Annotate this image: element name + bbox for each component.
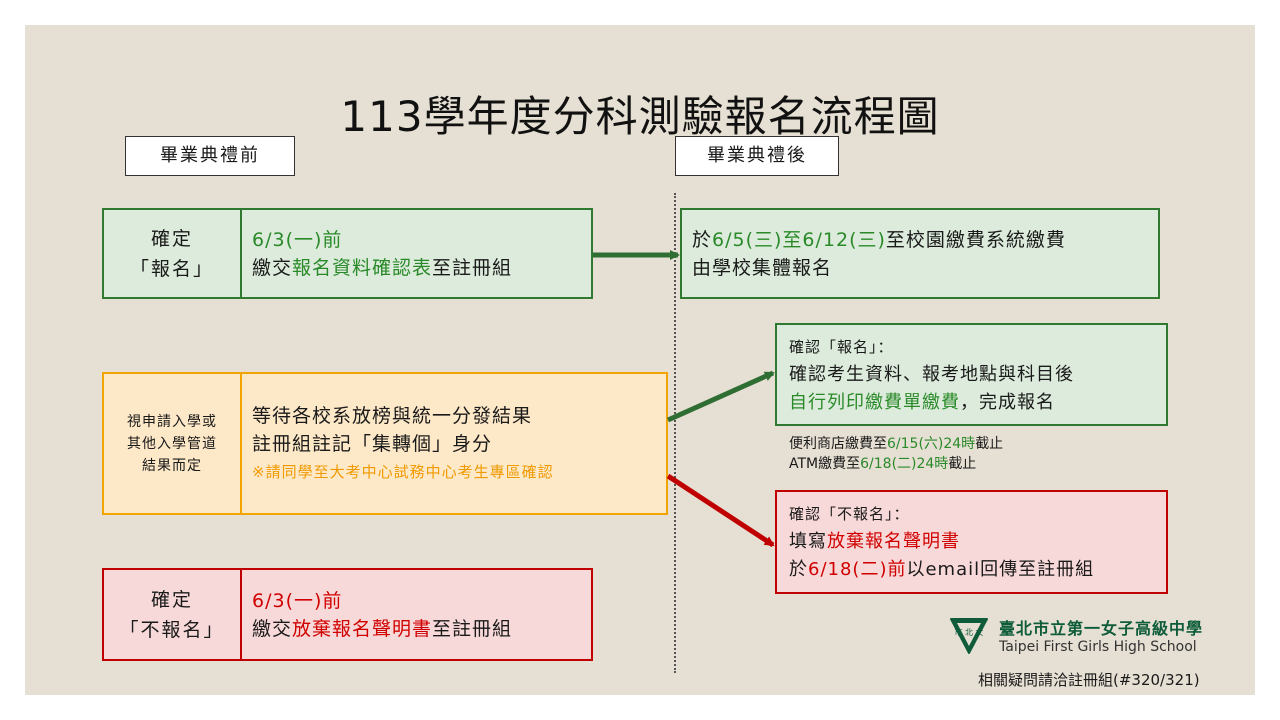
label-line: 確定 xyxy=(150,227,193,250)
box-confirm-not-register-body: 6/3(一)前 繳交放棄報名聲明書至註冊組 xyxy=(242,570,591,659)
arrow-undecided-to-waive xyxy=(666,473,775,548)
phase-before-label: 畢業典禮前 xyxy=(125,136,295,176)
payment-notes: 便利商店繳費至6/15(六)24時截止 ATM繳費至6/18(二)24時截止 xyxy=(789,434,1003,474)
box-school-payment-body: 於6/5(三)至6/12(三)至校園繳費系統繳費 由學校集體報名 xyxy=(682,210,1158,297)
text-segment: 截止 xyxy=(975,436,1004,452)
deadline-highlight: 6/18(二)24時 xyxy=(860,456,949,472)
label-line: 「不報名」 xyxy=(119,618,225,641)
instruction-text: 等待各校系放榜與統一分發結果 xyxy=(252,404,533,427)
instruction-text: 自行列印繳費單繳費，完成報名 xyxy=(789,389,1166,417)
text-segment: 截止 xyxy=(948,456,977,472)
box-confirm-not-register-label: 確定 「不報名」 xyxy=(104,570,242,659)
box-waive-register-body: 確認「不報名」： 填寫放棄報名聲明書 於6/18(二)前以email回傳至註冊組 xyxy=(777,492,1166,592)
store-payment-note: 便利商店繳費至6/15(六)24時截止 xyxy=(789,434,1003,454)
instruction-text: 由學校集體報名 xyxy=(692,256,833,279)
instruction-text: 於6/18(二)前以email回傳至註冊組 xyxy=(789,556,1166,584)
box-confirm-register: 確定 「報名」 6/3(一)前 繳交報名資料確認表至註冊組 xyxy=(102,208,593,299)
deadline-highlight: 6/15(六)24時 xyxy=(887,436,976,452)
text-segment: 以email回傳至註冊組 xyxy=(906,559,1095,580)
instruction-text: 註冊組註記「集轉個」身分 xyxy=(252,432,493,455)
label-line: 確定 xyxy=(150,588,193,611)
box-confirm-not-register: 確定 「不報名」 6/3(一)前 繳交放棄報名聲明書至註冊組 xyxy=(102,568,593,661)
text-segment: 便利商店繳費至 xyxy=(789,436,887,452)
school-name: 臺北市立第一女子高級中學 Taipei First Girls High Sch… xyxy=(999,615,1203,655)
page-title: 113學年度分科測驗報名流程圖 xyxy=(340,92,940,141)
box-self-register: 確認「報名」： 確認考生資料、報考地點與科目後 自行列印繳費單繳費，完成報名 xyxy=(775,323,1168,426)
instruction-text: 繳交報名資料確認表至註冊組 xyxy=(252,254,591,282)
school-name-zh: 臺北市立第一女子高級中學 xyxy=(999,619,1204,638)
box-self-register-body: 確認「報名」： 確認考生資料、報考地點與科目後 自行列印繳費單繳費，完成報名 xyxy=(777,325,1166,424)
box-waive-register: 確認「不報名」： 填寫放棄報名聲明書 於6/18(二)前以email回傳至註冊組 xyxy=(775,490,1168,594)
school-emblem-icon: 市 北 女 xyxy=(950,618,988,654)
form-name-highlight: 放棄報名聲明書 xyxy=(827,531,960,552)
school-name-en: Taipei First Girls High School xyxy=(999,639,1197,655)
deadline-text: 6/3(一)前 xyxy=(252,228,343,251)
text-segment: 繳交 xyxy=(252,256,293,279)
box-undecided-body: 等待各校系放榜與統一分發結果 註冊組註記「集轉個」身分 ※請同學至大考中心試務中… xyxy=(242,374,666,513)
box-confirm-register-body: 6/3(一)前 繳交報名資料確認表至註冊組 xyxy=(242,210,591,297)
label-line: 其他入學管道 xyxy=(127,435,217,452)
text-segment: 至註冊組 xyxy=(432,256,513,279)
form-name-highlight: 報名資料確認表 xyxy=(292,256,433,279)
emblem-characters: 市 北 女 xyxy=(954,627,983,637)
instruction-text: 繳交放棄報名聲明書至註冊組 xyxy=(252,615,591,643)
label-line: 「報名」 xyxy=(129,257,214,280)
instruction-text: 確認考生資料、報考地點與科目後 xyxy=(789,363,1074,385)
deadline-text: 6/3(一)前 xyxy=(252,589,343,612)
text-segment: 至註冊組 xyxy=(432,617,513,640)
text-segment: 於 xyxy=(789,559,808,580)
arrow-undecided-to-self-register xyxy=(666,370,775,423)
contact-info: 相關疑問請洽註冊組(#320/321) xyxy=(978,671,1200,689)
box-heading: 確認「不報名」： xyxy=(789,505,910,523)
school-logo-block: 市 北 女 臺北市立第一女子高級中學 Taipei First Girls Hi… xyxy=(947,613,1203,657)
label-line: 結果而定 xyxy=(142,457,202,474)
atm-payment-note: ATM繳費至6/18(二)24時截止 xyxy=(789,454,1003,474)
reminder-note: ※請同學至大考中心試務中心考生專區確認 xyxy=(252,462,554,481)
slide: 113學年度分科測驗報名流程圖 畢業典禮前 畢業典禮後 確定 「報名」 6/3(… xyxy=(25,25,1255,695)
form-name-highlight: 放棄報名聲明書 xyxy=(292,617,433,640)
text-segment: 於 xyxy=(692,228,713,251)
phase-after-label: 畢業典禮後 xyxy=(675,136,839,176)
box-school-payment: 於6/5(三)至6/12(三)至校園繳費系統繳費 由學校集體報名 xyxy=(680,208,1160,299)
text-segment: ，完成報名 xyxy=(960,391,1055,413)
deadline-highlight: 6/18(二)前 xyxy=(808,559,907,580)
phase-divider xyxy=(674,193,676,673)
text-segment: ATM繳費至 xyxy=(789,456,861,472)
action-highlight: 自行列印繳費單繳費 xyxy=(789,391,960,413)
instruction-text: 填寫放棄報名聲明書 xyxy=(789,528,1166,556)
label-line: 視申請入學或 xyxy=(127,413,217,430)
payment-period-text: 於6/5(三)至6/12(三)至校園繳費系統繳費 xyxy=(692,226,1158,254)
flow-arrows xyxy=(593,250,775,548)
date-range-highlight: 6/5(三)至6/12(三) xyxy=(712,228,886,251)
box-undecided: 視申請入學或 其他入學管道 結果而定 等待各校系放榜與統一分發結果 註冊組註記「… xyxy=(102,372,668,515)
text-segment: 繳交 xyxy=(252,617,293,640)
box-undecided-label: 視申請入學或 其他入學管道 結果而定 xyxy=(104,374,242,513)
box-heading: 確認「報名」： xyxy=(789,337,894,356)
box-confirm-register-label: 確定 「報名」 xyxy=(104,210,242,297)
text-segment: 填寫 xyxy=(789,531,827,552)
text-segment: 至校園繳費系統繳費 xyxy=(885,228,1066,251)
